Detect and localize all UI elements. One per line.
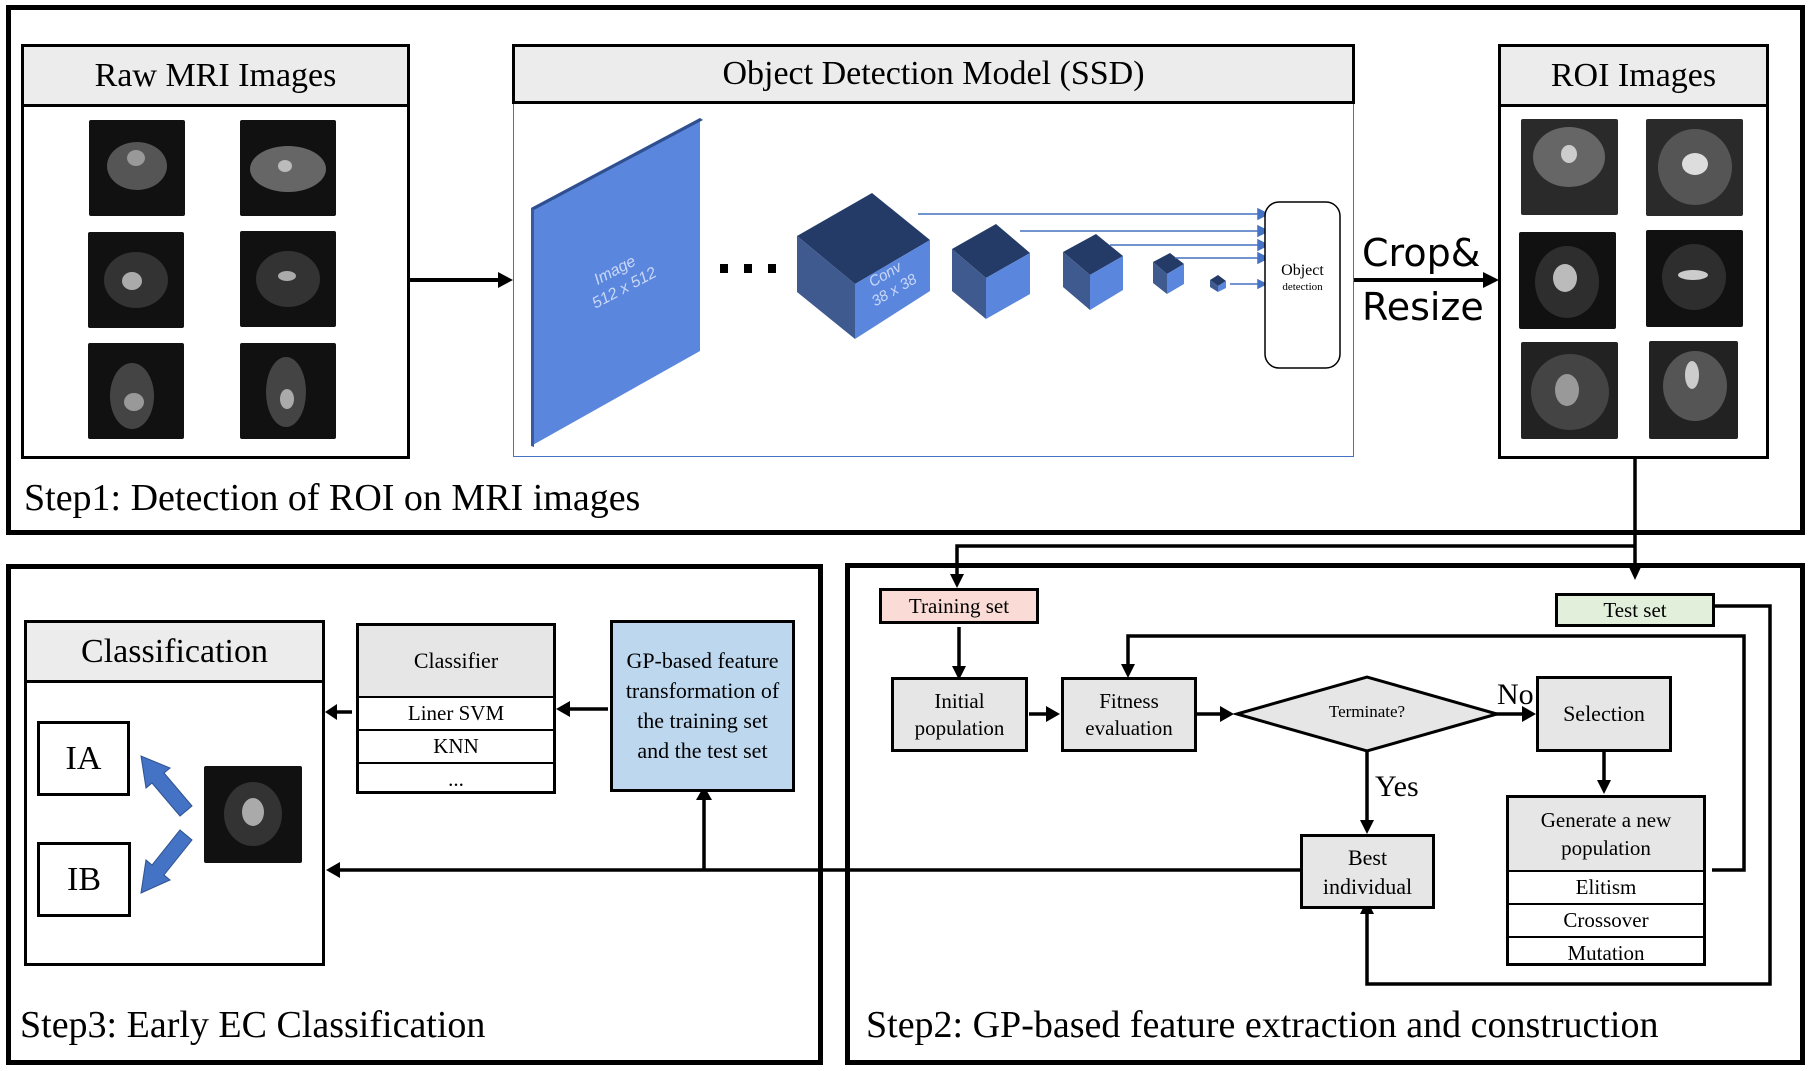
cube-5-top <box>1210 275 1226 286</box>
classifier-table: Classifier Liner SVM KNN ... <box>356 623 556 794</box>
operator-item: Crossover <box>1509 903 1703 936</box>
step3-panel <box>6 564 823 1065</box>
roi-image-6 <box>1649 341 1738 439</box>
fitness-evaluation-box: Fitness evaluation <box>1061 677 1197 752</box>
class-ia-box: IA <box>37 721 130 796</box>
terminate-label: Terminate? <box>1328 702 1406 721</box>
classifier-title: Classifier <box>359 626 553 696</box>
operator-item: Elitism <box>1509 870 1703 903</box>
object-detection-box <box>1264 201 1341 369</box>
raw-mri-image-2 <box>240 120 336 216</box>
raw-mri-image-4 <box>240 231 336 327</box>
roi-panel: ROI Images <box>1498 44 1769 459</box>
operator-item: Mutation <box>1509 936 1703 969</box>
raw-mri-title: Raw MRI Images <box>24 47 407 107</box>
cube-5-front <box>1218 281 1226 292</box>
arrow-to-ia <box>140 755 193 817</box>
ssd-to-roi-arrowhead <box>1483 272 1499 288</box>
roi-image-5 <box>1521 342 1618 439</box>
conv-cube-top <box>797 193 930 284</box>
cube-3-top <box>1063 234 1123 275</box>
step1-panel <box>6 5 1805 535</box>
classifier-option: ... <box>359 762 553 795</box>
cube-4-left <box>1153 262 1167 294</box>
classification-title: Classification <box>27 623 322 683</box>
step2-label: Step2: GP-based feature extraction and c… <box>866 1004 1659 1046</box>
raw-mri-panel: Raw MRI Images <box>21 44 410 459</box>
test-set-box: Test set <box>1555 593 1715 627</box>
step2-panel <box>845 563 1805 1065</box>
selection-box: Selection <box>1536 676 1672 752</box>
image-layer <box>531 118 700 446</box>
raw-mri-image-5 <box>88 343 184 439</box>
cube-2-front <box>986 253 1030 319</box>
crop-resize-label: Crop& Resize <box>1362 231 1484 329</box>
cube-3-left <box>1063 252 1090 310</box>
cube-2-left <box>952 249 986 319</box>
raw-to-ssd-arrowhead <box>498 272 513 288</box>
roi-image-2 <box>1646 119 1743 216</box>
class-ib-box: IB <box>37 842 131 917</box>
gp-transformation-box: GP-based feature transformation of the t… <box>610 620 795 792</box>
classification-panel: Classification <box>24 620 325 966</box>
cube-2-top <box>952 224 1030 278</box>
generate-population-title: Generate a new population <box>1509 798 1703 870</box>
conv-cube-front <box>855 240 930 339</box>
ssd-title: Object Detection Model (SSD) <box>512 44 1355 104</box>
yes-label: Yes <box>1375 770 1419 803</box>
best-individual-box: Best individual <box>1300 834 1435 909</box>
raw-mri-image-6 <box>240 343 336 439</box>
training-set-box: Training set <box>879 588 1039 624</box>
cube-5-left <box>1210 280 1218 292</box>
raw-mri-image-3 <box>88 232 184 328</box>
step3-label: Step3: Early EC Classification <box>20 1004 486 1046</box>
roi-image-1 <box>1521 119 1618 215</box>
raw-mri-image-1 <box>89 120 185 216</box>
image-layer-side <box>531 208 534 447</box>
cube-4-front <box>1167 264 1184 294</box>
object-detection-label: Object detection <box>1281 262 1324 293</box>
no-label: No <box>1497 678 1534 711</box>
classification-roi-image <box>204 766 302 863</box>
conv-cube-left <box>797 236 855 339</box>
image-layer-edge <box>531 118 703 210</box>
roi-image-3 <box>1519 232 1616 329</box>
generate-population-table: Generate a new population Elitism Crosso… <box>1506 795 1706 966</box>
initial-population-box: Initial population <box>891 677 1028 752</box>
arrow-to-ib <box>140 829 193 894</box>
classifier-option: KNN <box>359 729 553 762</box>
roi-title: ROI Images <box>1501 47 1766 107</box>
terminate-decision <box>1231 675 1503 753</box>
roi-image-4 <box>1646 230 1743 327</box>
step1-label: Step1: Detection of ROI on MRI images <box>24 477 641 519</box>
classifier-option: Liner SVM <box>359 696 553 729</box>
cube-3-front <box>1090 256 1123 310</box>
